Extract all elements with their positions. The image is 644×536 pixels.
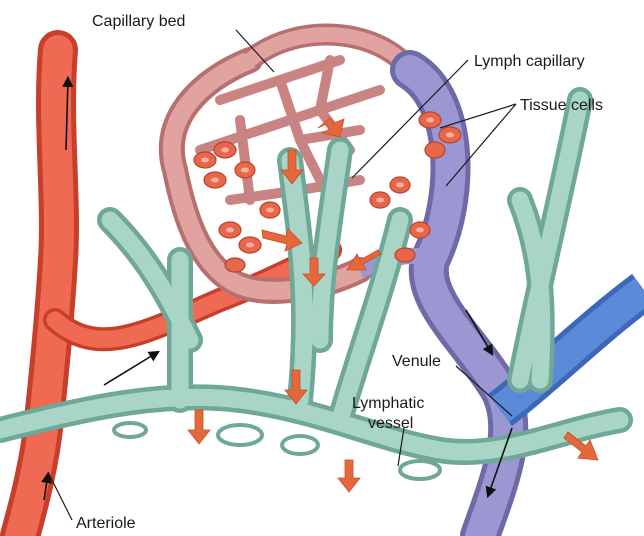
lymph-capillary-label: Lymph capillary — [474, 53, 585, 70]
flow-arrow — [188, 410, 210, 444]
blood-flow-arrow — [104, 352, 158, 385]
lymphatic-vessel-label-line2: vessel — [368, 415, 413, 432]
arteriole-label: Arteriole — [76, 515, 136, 532]
tissue-cells-label: Tissue cells — [520, 97, 603, 114]
lymphatic-vessel-label-line1: Lymphatic — [352, 395, 424, 412]
flow-arrow — [338, 460, 360, 492]
venule-label: Venule — [392, 353, 441, 370]
capillary-bed-label: Capillary bed — [92, 13, 185, 30]
